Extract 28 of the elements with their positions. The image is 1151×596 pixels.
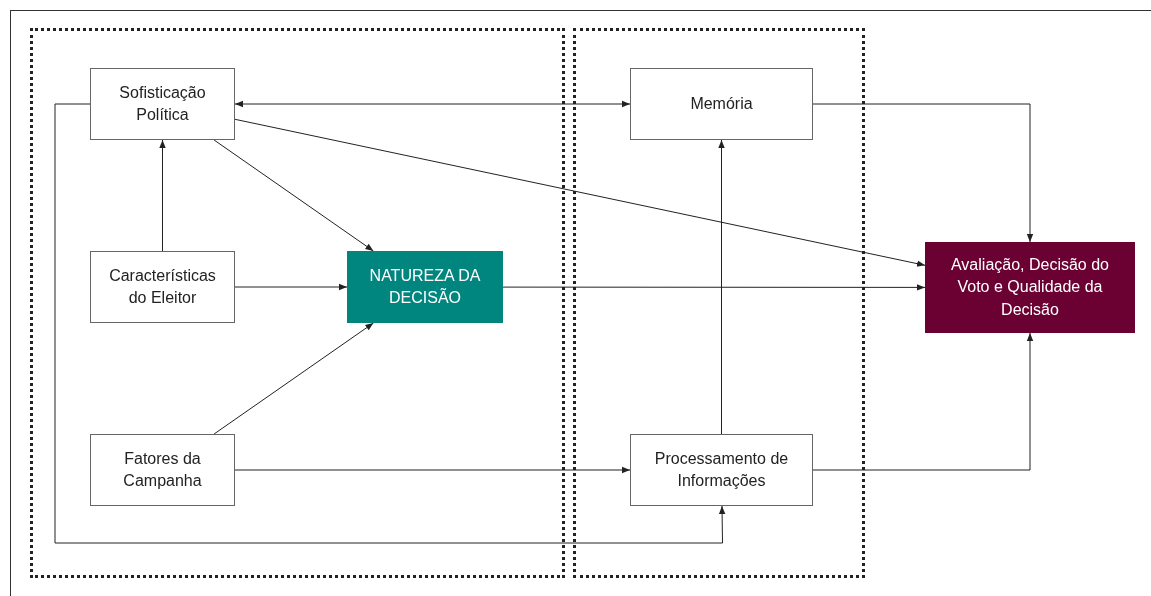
process-box [90, 434, 235, 506]
arrow [159, 139, 166, 252]
box-label: Características do Eleitor [108, 265, 217, 308]
arrow [213, 139, 374, 252]
dotted-group-frame [30, 28, 565, 578]
process-box [90, 251, 235, 323]
dotted-group-frame [573, 28, 865, 578]
process-box [630, 434, 813, 506]
arrow [234, 283, 348, 291]
highlighted-box [925, 242, 1135, 333]
arrow [54, 103, 726, 544]
box-label: Memória [690, 93, 753, 114]
arrow [502, 284, 926, 291]
box-label: Processamento de Informações [653, 448, 790, 491]
box-label: Sofisticação Política [118, 82, 207, 125]
arrow [812, 103, 1034, 243]
arrow [213, 322, 374, 435]
box-label: Fatores da Campanha [122, 448, 203, 491]
arrow [234, 118, 926, 267]
box-label: Avaliação, Decisão do Voto e Qualidade da Decisão [950, 254, 1110, 320]
box-label: NATUREZA DA DECISÃO [368, 265, 482, 308]
arrow [234, 100, 631, 108]
process-box [630, 68, 813, 140]
arrow [812, 332, 1034, 471]
arrow [234, 466, 631, 474]
arrow [718, 139, 725, 435]
process-box [90, 68, 235, 140]
highlighted-box [347, 251, 503, 323]
